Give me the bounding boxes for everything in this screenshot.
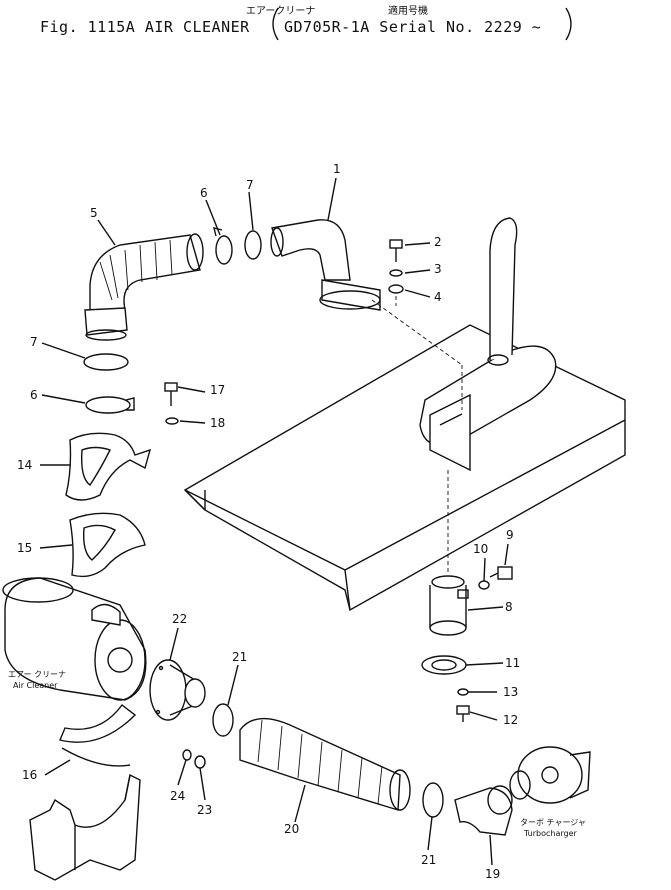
part-9-bolt	[489, 566, 513, 580]
callout-19: 19	[485, 867, 501, 881]
callout-21-right: 21	[421, 853, 437, 867]
turbo-label-en: Turbocharger	[524, 829, 577, 838]
part-18-washer	[165, 417, 179, 425]
part-7-band-top	[244, 230, 262, 260]
part-2-bolt	[389, 239, 403, 262]
hood-cover	[183, 324, 626, 612]
part-6-clamp-left	[85, 396, 135, 414]
part-21-clamp-left	[212, 703, 234, 737]
part-17-bolt	[164, 382, 178, 406]
callout-20: 20	[284, 822, 300, 836]
callout-21-left: 21	[232, 650, 248, 664]
callout-24: 24	[170, 789, 186, 803]
turbo-label-jp: ターボ チャージャ	[520, 818, 586, 827]
part-13-washer	[457, 688, 469, 696]
callout-13: 13	[503, 685, 519, 699]
part-16-band-lower	[61, 747, 131, 767]
part-1-elbow	[270, 219, 381, 311]
callout-7-top: 7	[246, 178, 254, 192]
air-cleaner-label-en: Air Cleaner	[13, 681, 58, 690]
assembly-lines	[371, 296, 463, 575]
part-12-bolt	[456, 705, 470, 722]
part-15-bracket	[69, 512, 146, 578]
jp-applicable-model: 適用号機	[388, 6, 428, 17]
callout-2: 2	[434, 235, 442, 249]
callout-9: 9	[506, 528, 514, 542]
part-11-gasket	[421, 655, 467, 675]
callout-22: 22	[172, 612, 188, 626]
part-21-clamp-right	[422, 782, 444, 818]
part-10-washer	[478, 580, 490, 590]
callout-18: 18	[210, 416, 226, 430]
jp-part-name: エアークリーナ	[246, 6, 316, 17]
part-3-washer	[389, 269, 403, 277]
callout-10: 10	[473, 542, 489, 556]
callout-17: 17	[210, 383, 226, 397]
callout-11: 11	[505, 656, 521, 670]
part-7-band-left	[83, 353, 129, 371]
callout-23: 23	[197, 803, 213, 817]
part-22-flange	[149, 659, 206, 721]
part-6-clamp-top	[213, 227, 233, 265]
callout-8: 8	[505, 600, 513, 614]
part-4-washer	[388, 284, 404, 294]
callout-4: 4	[434, 290, 442, 304]
part-16-band	[59, 704, 137, 743]
muffler	[419, 217, 557, 472]
part-24-washer	[182, 749, 192, 761]
figure-title: Fig. 1115A AIR CLEANER	[40, 18, 250, 36]
callout-3: 3	[434, 262, 442, 276]
leader-lines	[39, 177, 509, 866]
turbocharger	[509, 746, 591, 804]
part-8-pipe	[429, 575, 469, 636]
part-5-hose	[84, 233, 204, 341]
callout-7-left: 7	[30, 335, 38, 349]
callout-6-top: 6	[200, 186, 208, 200]
support-bracket	[29, 773, 141, 881]
part-14-bracket	[65, 432, 152, 501]
callout-15: 15	[17, 541, 33, 555]
title-bracket-left	[272, 7, 279, 41]
callout-12: 12	[503, 713, 519, 727]
callout-1: 1	[333, 162, 341, 176]
callout-16: 16	[22, 768, 38, 782]
callout-6-left: 6	[30, 388, 38, 402]
air-cleaner-label-jp: エアー クリーナ	[8, 670, 67, 679]
title-bracket-right	[565, 7, 572, 41]
part-23-nut	[194, 755, 206, 769]
part-19-elbow	[454, 785, 513, 836]
serial-range: GD705R-1A Serial No. 2229 ~	[284, 18, 542, 36]
air-cleaner-assembly	[2, 577, 147, 701]
part-20-hose	[239, 717, 411, 811]
callout-14: 14	[17, 458, 33, 472]
callout-5: 5	[90, 206, 98, 220]
